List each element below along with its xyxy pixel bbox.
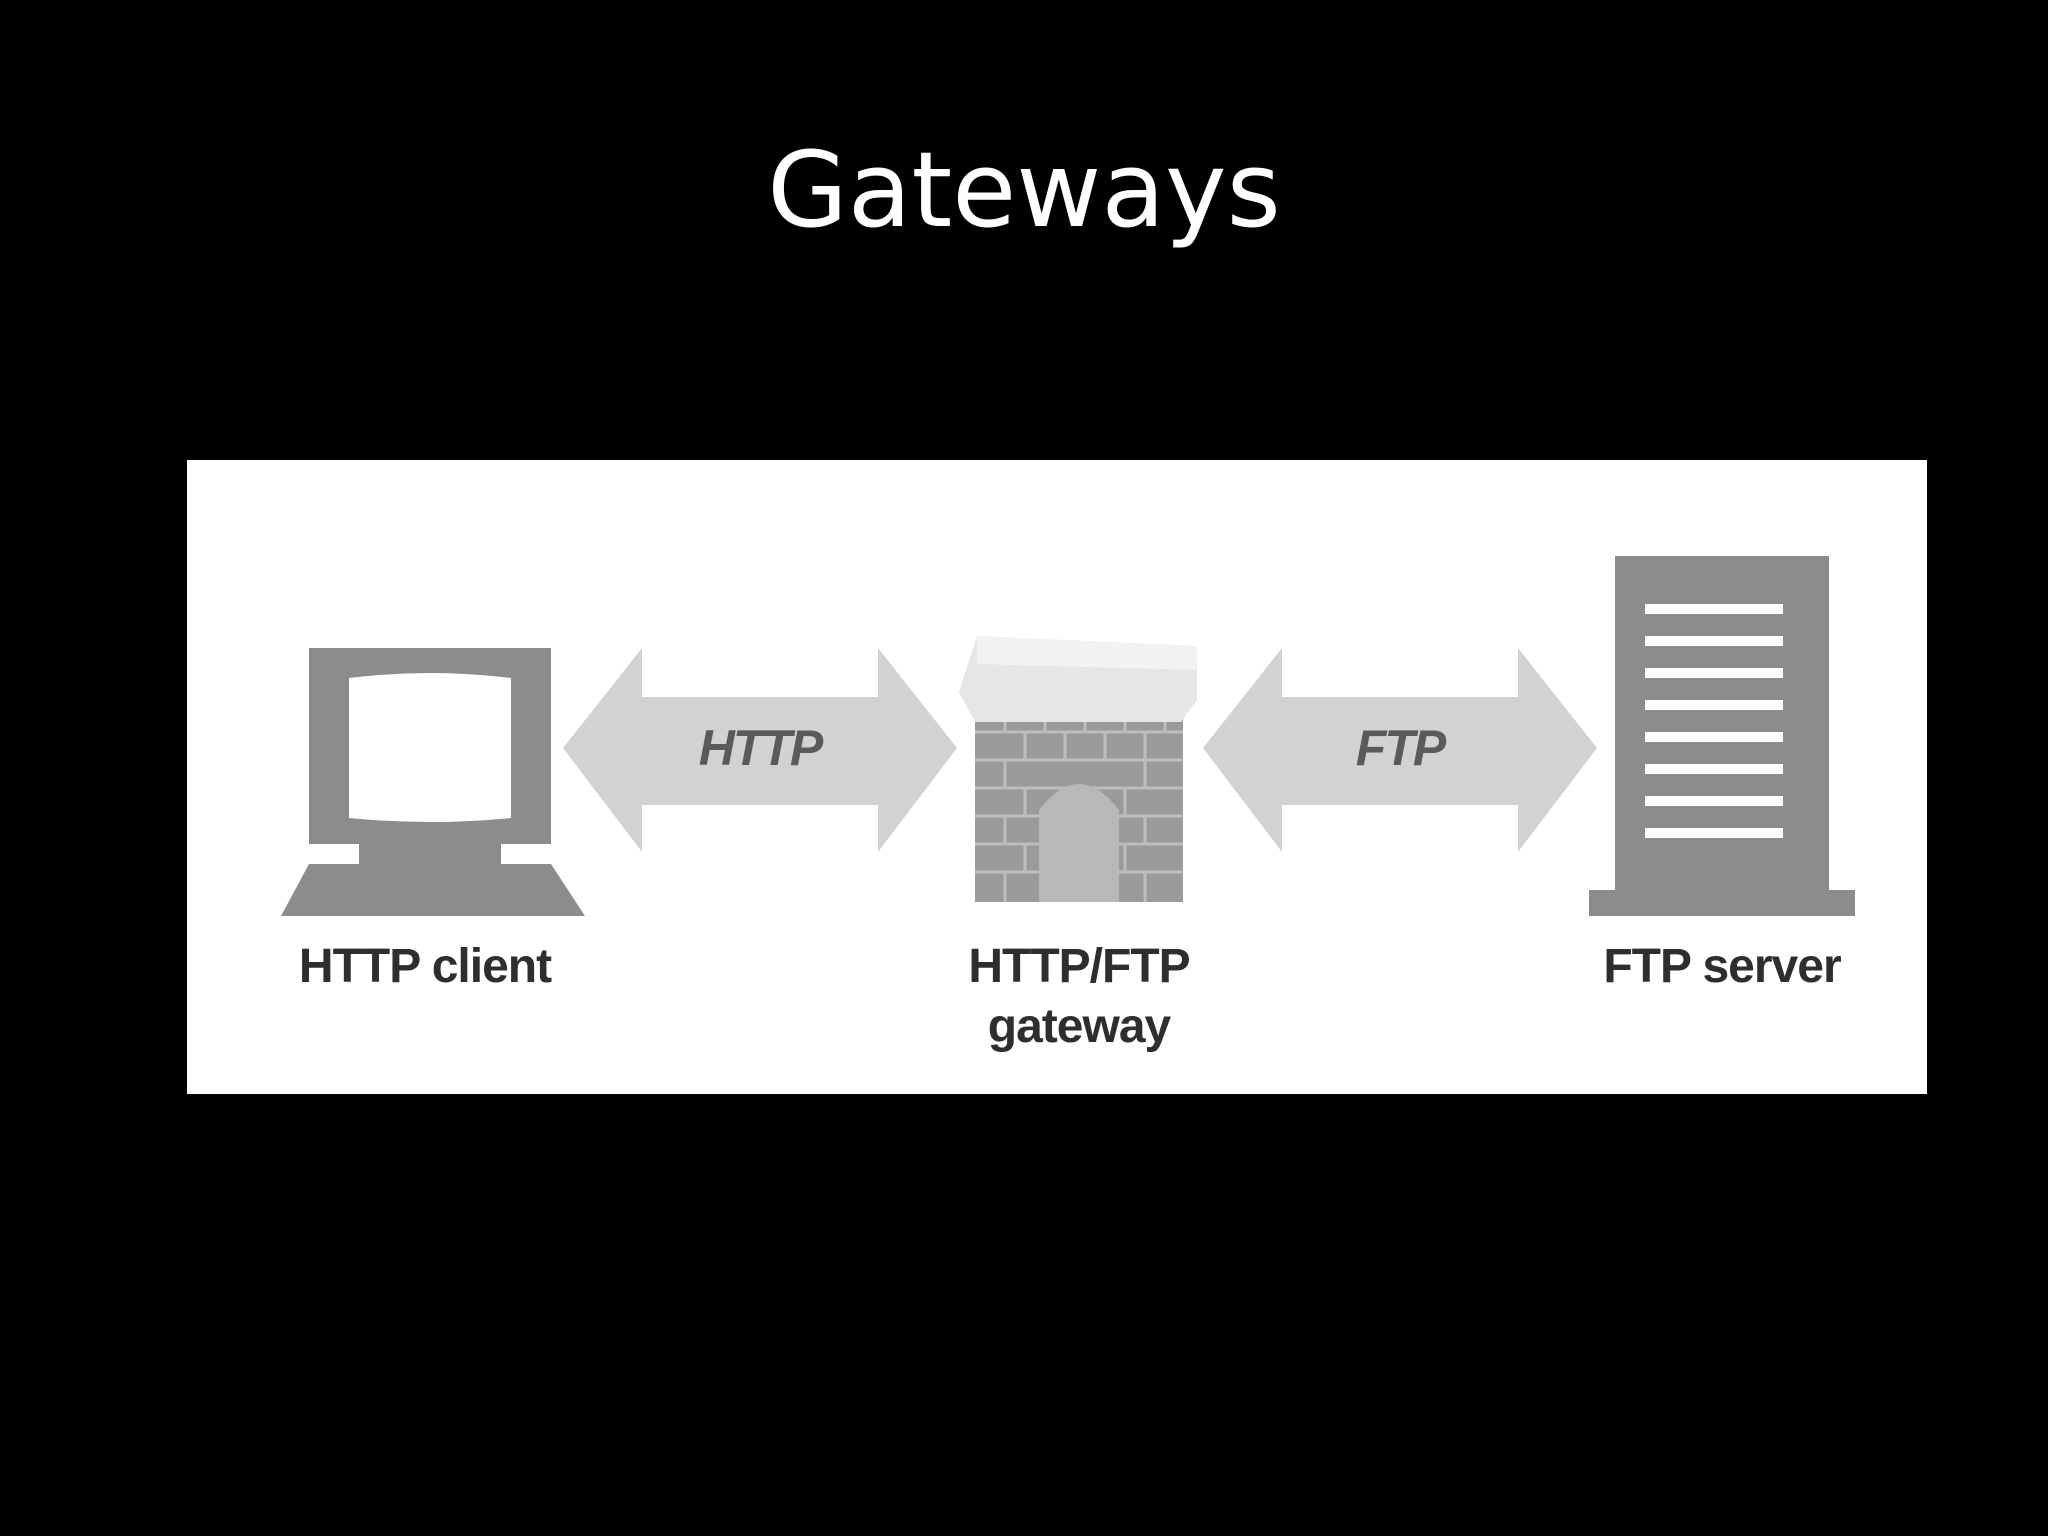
gateway-label-line1: HTTP/FTP bbox=[968, 940, 1190, 993]
diagram-panel: HTTP FTP HTTP client HTTP/FTP gateway FT… bbox=[187, 460, 1927, 1094]
computer-icon bbox=[281, 648, 585, 916]
http-protocol-label: HTTP bbox=[698, 720, 824, 776]
brick-gateway-icon bbox=[959, 636, 1197, 902]
ftp-server-label: FTP server bbox=[1603, 940, 1841, 993]
slide-title: Gateways bbox=[767, 129, 1281, 251]
gateway-label-line2: gateway bbox=[987, 1000, 1171, 1053]
http-client-label: HTTP client bbox=[298, 940, 552, 993]
http-double-arrow bbox=[563, 648, 957, 852]
ftp-double-arrow bbox=[1203, 648, 1597, 852]
diagram-canvas bbox=[281, 556, 1855, 916]
server-tower-icon bbox=[1589, 556, 1855, 916]
ftp-protocol-label: FTP bbox=[1355, 720, 1446, 776]
